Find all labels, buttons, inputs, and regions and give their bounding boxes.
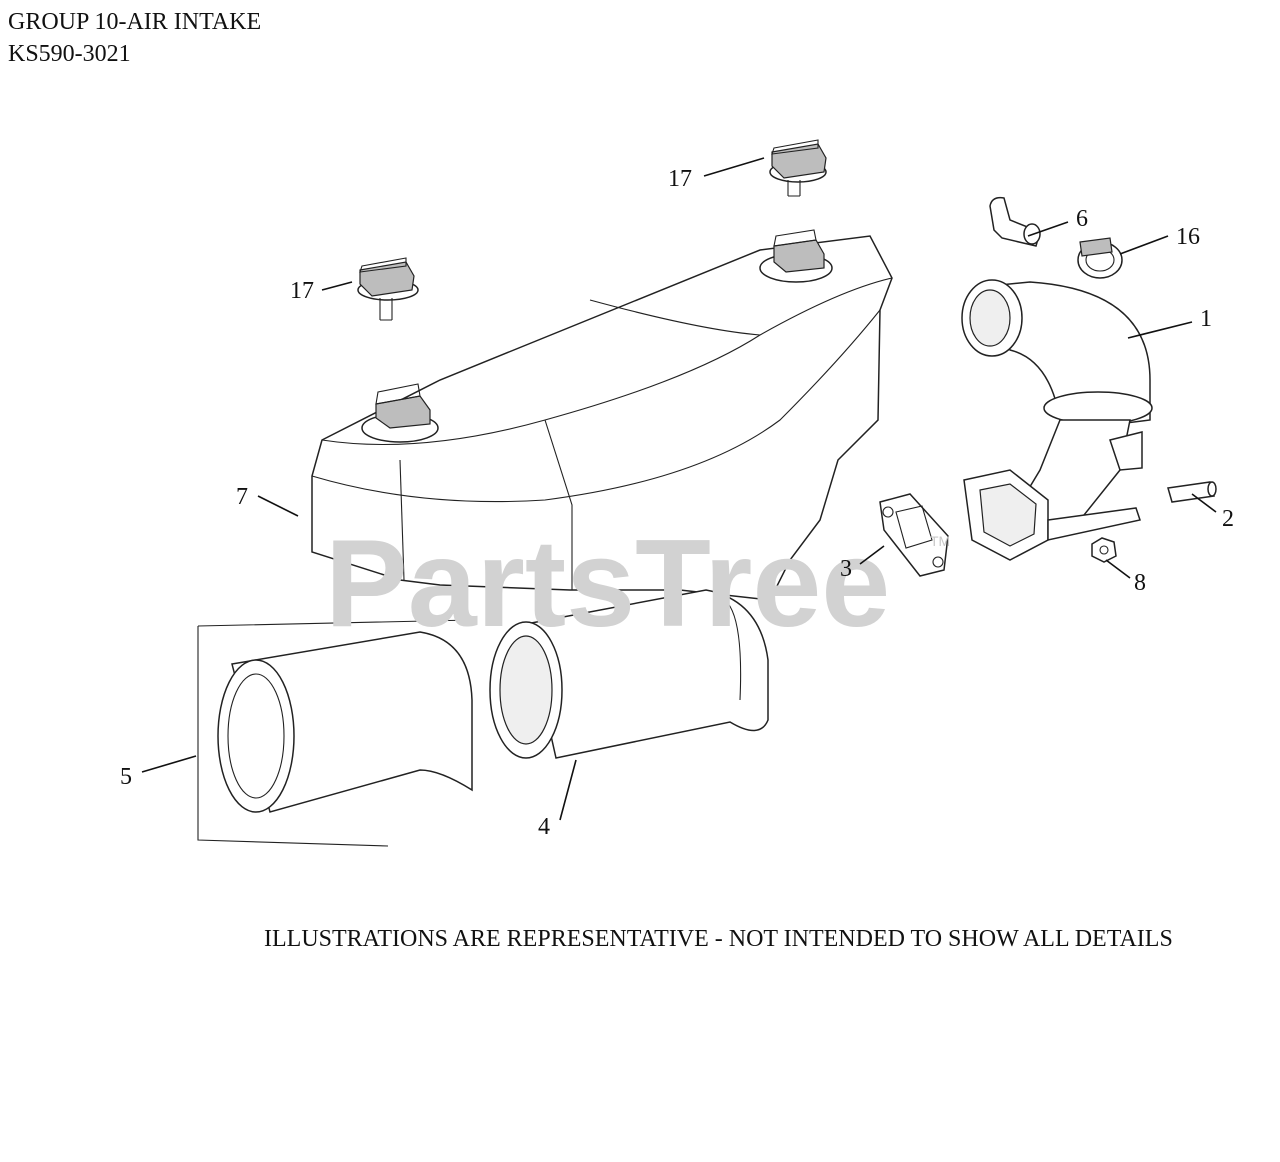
gasket[interactable]	[879, 493, 949, 577]
cover-knob-upper[interactable]	[769, 139, 827, 197]
breather-hose[interactable]	[989, 196, 1041, 247]
hose-clamp[interactable]	[1077, 237, 1123, 279]
callout-6: 6	[1076, 206, 1088, 232]
callout-16: 16	[1176, 224, 1200, 250]
callout-17-upper: 17	[668, 166, 692, 192]
intake-elbow[interactable]	[961, 279, 1153, 561]
watermark-tm: TM	[930, 533, 950, 549]
callout-17-lower: 17	[290, 278, 314, 304]
callout-7: 7	[236, 484, 248, 510]
callout-8: 8	[1134, 570, 1146, 596]
inner-filter-element[interactable]	[489, 589, 769, 759]
watermark: PartsTree	[325, 515, 890, 653]
cover-knob-seated-left	[361, 383, 439, 443]
cover-knob-seated-right	[759, 229, 833, 283]
callout-4: 4	[538, 814, 550, 840]
disclaimer-note: ILLUSTRATIONS ARE REPRESENTATIVE - NOT I…	[264, 926, 1173, 952]
nut[interactable]	[1091, 537, 1117, 563]
leader-lines	[141, 157, 1217, 821]
model-number: KS590-3021	[8, 41, 131, 67]
callout-3: 3	[840, 556, 852, 582]
callout-2: 2	[1222, 506, 1234, 532]
diagram-title: GROUP 10-AIR INTAKE	[8, 9, 262, 35]
cover-knob-lower[interactable]	[357, 257, 419, 321]
outer-filter-element[interactable]	[197, 619, 473, 847]
tube[interactable]	[1167, 481, 1217, 503]
callout-1: 1	[1200, 306, 1212, 332]
callout-5: 5	[120, 764, 132, 790]
air-cleaner-cover[interactable]	[311, 235, 893, 601]
